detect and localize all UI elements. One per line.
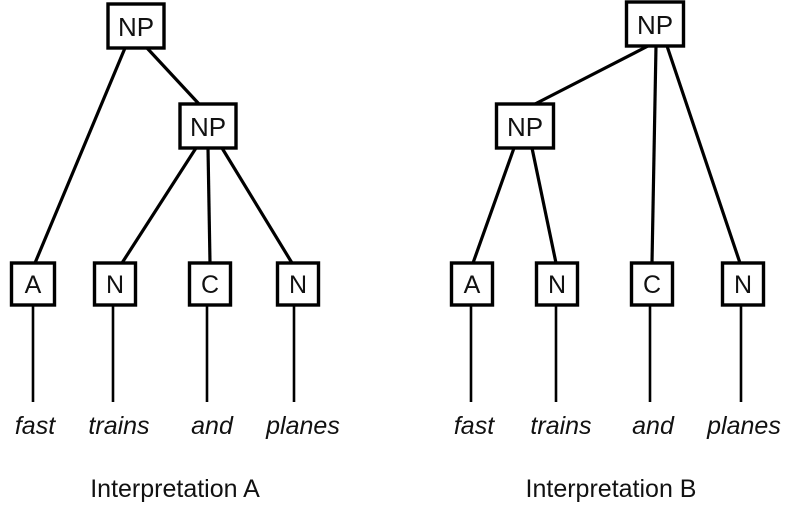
branch-a-root-np-to-a-inner-np — [145, 46, 201, 106]
branch-b-root-np-to-b-inner-np — [534, 44, 649, 106]
node-a-pos-n2[interactable]: N — [275, 261, 321, 307]
node-box-a-pos-c[interactable] — [187, 261, 233, 307]
caption-interpretation-a: Interpretation A — [90, 475, 260, 503]
node-b-pos-c[interactable]: C — [629, 261, 675, 307]
node-label-a-pos-a: A — [25, 271, 42, 299]
node-label-b-pos-n1: N — [548, 271, 566, 299]
node-box-b-inner-np[interactable] — [494, 102, 556, 150]
node-b-pos-n2[interactable]: N — [720, 261, 766, 307]
branch-a-inner-np-to-a-pos-n2 — [220, 147, 294, 264]
node-box-a-root-np[interactable] — [106, 2, 166, 50]
node-a-inner-np[interactable]: NP — [178, 102, 238, 150]
node-a-root-np[interactable]: NP — [106, 2, 166, 50]
branch-b-inner-np-to-b-pos-n1 — [530, 147, 558, 264]
word-b-word-planes: planes — [706, 412, 781, 440]
node-b-pos-a[interactable]: A — [449, 261, 495, 307]
word-b-word-trains: trains — [530, 412, 591, 440]
node-box-a-inner-np[interactable] — [178, 102, 238, 150]
node-label-a-pos-n2: N — [289, 271, 307, 299]
word-a-word-trains: trains — [88, 412, 149, 440]
branch-b-root-np-to-b-pos-c — [650, 45, 658, 264]
node-box-b-pos-c[interactable] — [629, 261, 675, 307]
branch-a-root-np-to-a-pos-a — [33, 47, 127, 264]
word-b-word-and: and — [632, 412, 675, 440]
node-box-a-pos-n1[interactable] — [92, 261, 138, 307]
node-b-root-np[interactable]: NP — [624, 0, 686, 48]
node-b-inner-np[interactable]: NP — [494, 102, 556, 150]
node-a-pos-c[interactable]: C — [187, 261, 233, 307]
node-box-a-pos-n2[interactable] — [275, 261, 321, 307]
node-b-pos-n1[interactable]: N — [534, 261, 580, 307]
branch-b-inner-np-to-b-pos-a — [471, 147, 516, 264]
node-label-b-pos-n2: N — [734, 271, 752, 299]
node-label-a-inner-np: NP — [190, 112, 226, 142]
caption-interpretation-b: Interpretation B — [526, 475, 697, 503]
node-label-b-root-np: NP — [637, 10, 673, 40]
node-label-b-pos-c: C — [643, 271, 661, 299]
branch-a-inner-np-to-a-pos-n1 — [120, 147, 198, 264]
node-label-a-pos-c: C — [201, 271, 219, 299]
word-b-word-fast: fast — [454, 412, 495, 440]
node-label-b-inner-np: NP — [507, 112, 543, 142]
node-box-b-pos-n2[interactable] — [720, 261, 766, 307]
node-a-pos-a[interactable]: A — [9, 261, 57, 307]
branch-a-inner-np-to-a-pos-c — [206, 147, 212, 264]
node-box-b-pos-n1[interactable] — [534, 261, 580, 307]
node-a-pos-n1[interactable]: N — [92, 261, 138, 307]
node-box-a-pos-a[interactable] — [9, 261, 57, 307]
node-label-a-pos-n1: N — [106, 271, 124, 299]
node-label-b-pos-a: A — [464, 271, 481, 299]
node-box-b-pos-a[interactable] — [449, 261, 495, 307]
word-a-word-fast: fast — [15, 412, 56, 440]
word-a-word-and: and — [191, 412, 234, 440]
branch-b-root-np-to-b-pos-n2 — [665, 45, 742, 264]
node-box-b-root-np[interactable] — [624, 0, 686, 48]
word-a-word-planes: planes — [265, 412, 340, 440]
node-label-a-root-np: NP — [118, 12, 154, 42]
